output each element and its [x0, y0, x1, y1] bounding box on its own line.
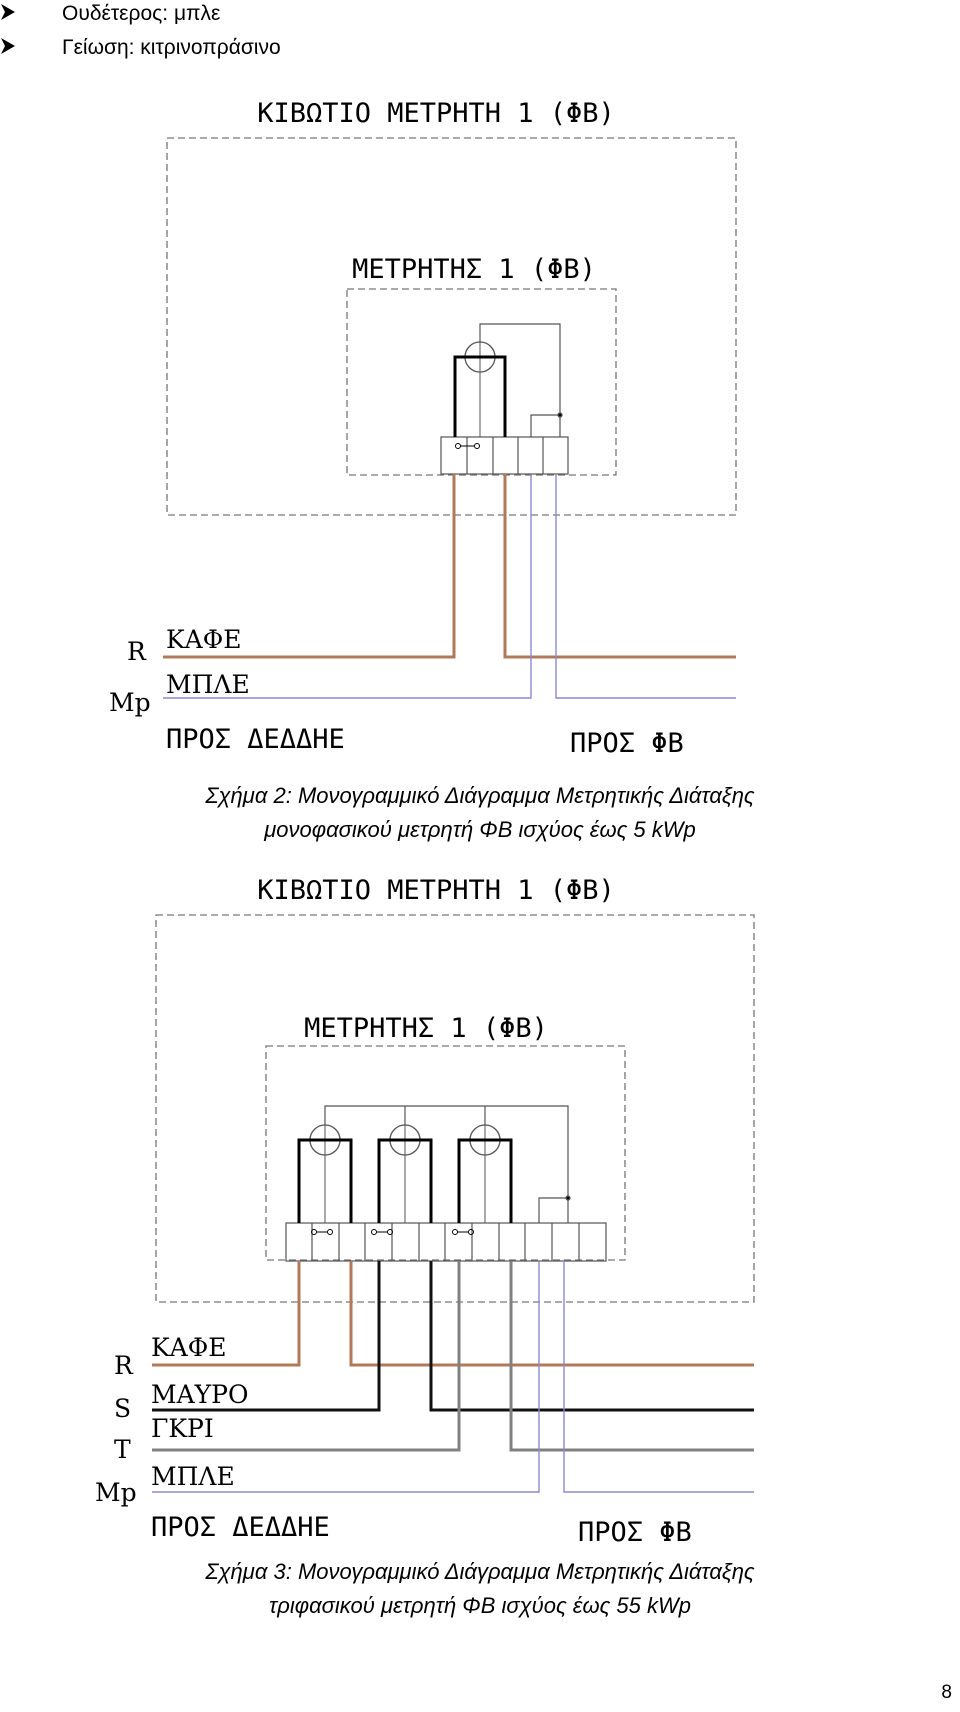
current-coils [297, 1124, 513, 1223]
voltage-coil-wiring [479, 323, 563, 437]
meter-box-title: ΚΙΒΩΤΙΟ ΜΕΤΡΗΤΗ 1 (ΦΒ) [257, 98, 615, 129]
black-wire-out [429, 1261, 754, 1412]
wire-label-blue: ΜΠΛΕ [166, 670, 250, 699]
arrow-bullet-icon [0, 2, 22, 28]
figure-3-caption-line-1: Σχήμα 3: Μονογραμμικό Διάγραμμα Μετρητικ… [205, 1559, 755, 1584]
grey-wire-out [509, 1261, 754, 1452]
destination-label-right: ΠΡΟΣ ΦΒ [570, 728, 684, 759]
wire-label-brown: ΚΑΦΕ [151, 1333, 226, 1362]
wire-label-grey: ΓΚΡΙ [151, 1414, 214, 1443]
bullet-text: Ουδέτερος: μπλε [62, 2, 221, 25]
wire-label-brown: ΚΑΦΕ [166, 625, 241, 654]
phase-label-r: R [114, 1351, 134, 1380]
phase-label-r: R [127, 637, 147, 666]
blue-wire-in [163, 474, 532, 699]
arrow-bullet-icon [0, 36, 22, 62]
meter-box-title: ΚΙΒΩΤΙΟ ΜΕΤΡΗΤΗ 1 (ΦΒ) [257, 875, 615, 906]
switch-contact-icon [455, 443, 480, 449]
meter-title: ΜΕΤΡΗΤΗΣ 1 (ΦΒ) [304, 1013, 548, 1044]
switch-contact-icon [311, 1229, 474, 1235]
phase-label-t: T [114, 1435, 131, 1464]
wire-label-blue: ΜΠΛΕ [151, 1462, 235, 1491]
wire-label-black: ΜΑΥΡΟ [151, 1380, 248, 1409]
meter-title: ΜΕΤΡΗΤΗΣ 1 (ΦΒ) [352, 254, 596, 285]
brown-wire-in [152, 1261, 301, 1367]
figure-2-diagram: ΚΙΒΩΤΙΟ ΜΕΤΡΗΤΗ 1 (ΦΒ) ΜΕΤΡΗΤΗΣ 1 (ΦΒ) R… [109, 98, 737, 759]
figure-3-diagram: ΚΙΒΩΤΙΟ ΜΕΤΡΗΤΗ 1 (ΦΒ) ΜΕΤΡΗΤΗΣ 1 (ΦΒ) [95, 875, 755, 1548]
destination-label-left: ΠΡΟΣ ΔΕΔΔΗΕ [151, 1512, 330, 1543]
phase-label-mp: Mp [109, 688, 151, 717]
terminal-block [285, 1222, 607, 1262]
figure-3-caption-line-2: τριφασικού μετρητή ΦΒ ισχύος έως 55 kWp [269, 1593, 691, 1618]
destination-label-left: ΠΡΟΣ ΔΕΔΔΗΕ [166, 724, 345, 755]
brown-wire-out [503, 474, 736, 659]
blue-wire-in [152, 1261, 540, 1493]
brown-wire-out [349, 1261, 754, 1367]
phase-label-s: S [114, 1394, 131, 1423]
blue-wire-out [555, 474, 736, 699]
wiring [163, 474, 736, 699]
black-wire-in [152, 1261, 381, 1412]
meter-box-enclosure [155, 914, 755, 1303]
figure-2-caption-line-1: Σχήμα 2: Μονογραμμικό Διάγραμμα Μετρητικ… [205, 783, 755, 808]
destination-label-right: ΠΡΟΣ ΦΒ [578, 1517, 692, 1548]
grey-wire-in [152, 1261, 461, 1452]
figure-2-caption-line-2: μονοφασικού μετρητή ΦΒ ισχύος έως 5 kWp [264, 817, 696, 842]
blue-wire-out [563, 1261, 754, 1493]
brown-wire-in [163, 474, 456, 659]
voltage-coil-wiring [324, 1105, 571, 1223]
phase-label-mp: Mp [95, 1478, 137, 1507]
meter-outline [346, 288, 617, 476]
bullet-text: Γείωση: κιτρινοπράσινο [62, 36, 281, 59]
page-number: 8 [941, 1682, 952, 1703]
wiring [152, 1261, 754, 1493]
current-coil [453, 341, 507, 437]
